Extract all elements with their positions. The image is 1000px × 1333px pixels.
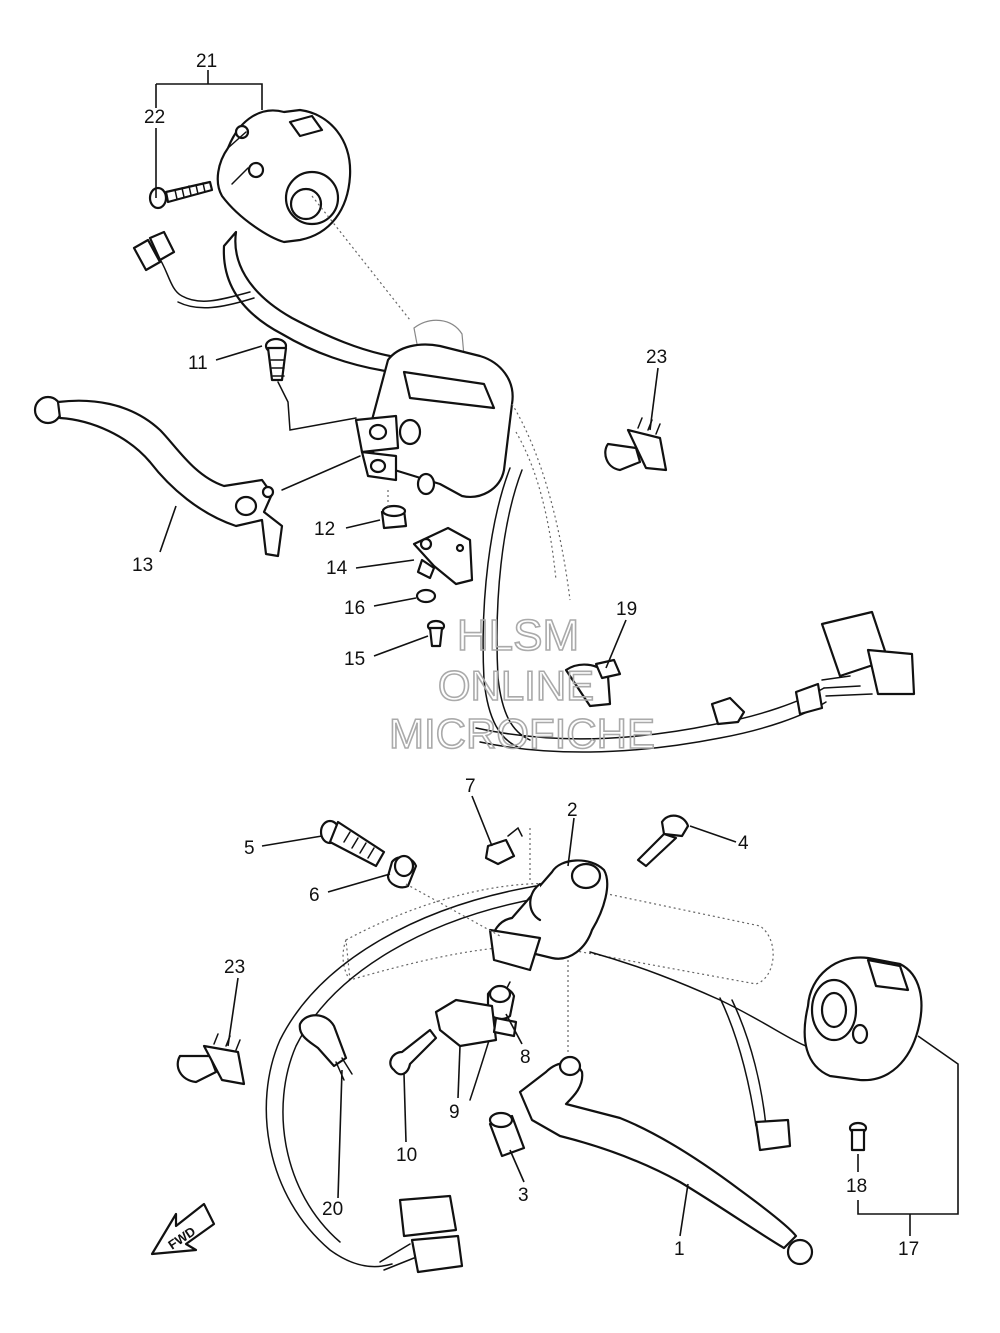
brake-switch-14 — [412, 526, 474, 586]
hose-clip-23-lower — [176, 1033, 246, 1086]
clamp-20 — [298, 1014, 353, 1081]
callout-21: 21 — [196, 51, 217, 72]
clamp-19 — [564, 658, 622, 708]
callout-15: 15 — [344, 649, 365, 670]
callout-14: 14 — [326, 558, 348, 579]
brake-lever-13 — [33, 395, 361, 558]
callout-23-lower: 23 — [224, 957, 245, 978]
screw-22 — [148, 180, 214, 210]
callout-22: 22 — [144, 107, 165, 128]
watermark: HLSM ONLINE MICROFICHE — [388, 610, 656, 758]
screw-15 — [426, 619, 446, 648]
callout-2: 2 — [567, 800, 578, 821]
collar-12 — [380, 504, 408, 530]
callout-5: 5 — [244, 838, 255, 859]
upper-harness — [475, 610, 916, 753]
handlebar-switch-right — [216, 108, 394, 374]
callout-19: 19 — [616, 599, 637, 620]
collar-3 — [488, 1111, 526, 1158]
callout-12: 12 — [314, 519, 335, 540]
callout-18: 18 — [846, 1176, 867, 1197]
callout-1: 1 — [674, 1239, 685, 1260]
collar-6 — [386, 854, 418, 889]
callout-6: 6 — [309, 885, 320, 906]
nut-7 — [484, 826, 523, 866]
watermark-line-1: HLSM — [457, 611, 579, 660]
watermark-line-2: ONLINE — [438, 662, 594, 709]
callout-4: 4 — [738, 833, 749, 854]
handlebar-ghost — [342, 882, 774, 985]
bolt-4 — [636, 814, 690, 868]
watermark-line-3: MICROFICHE — [389, 710, 655, 757]
switch-wire-connector — [132, 230, 255, 309]
leader-lines — [155, 70, 959, 1237]
screw-10 — [389, 1028, 438, 1076]
callout-11: 11 — [188, 353, 208, 374]
lever-holder-2 — [488, 859, 609, 972]
callout-23-upper: 23 — [646, 347, 667, 368]
bolt-5 — [319, 819, 386, 868]
hose-clip-23-upper — [604, 417, 668, 472]
callout-9: 9 — [449, 1102, 460, 1123]
clutch-lever-1 — [518, 1055, 814, 1266]
callout-labels: 21 22 11 23 13 12 14 16 15 19 7 2 5 4 6 … — [132, 51, 919, 1260]
callout-16: 16 — [344, 598, 365, 619]
fwd-arrow: FWD — [150, 1202, 216, 1256]
callout-17: 17 — [898, 1239, 919, 1260]
callout-13: 13 — [132, 555, 153, 576]
callout-3: 3 — [518, 1185, 529, 1206]
callout-7: 7 — [465, 776, 476, 797]
callout-20: 20 — [322, 1199, 343, 1220]
callout-8: 8 — [520, 1047, 531, 1068]
handlebar-switch-left — [589, 951, 923, 1152]
washer-16 — [415, 588, 437, 604]
screw-18 — [848, 1121, 868, 1152]
master-cylinder — [354, 319, 571, 601]
pivot-bolt-11 — [264, 337, 357, 431]
callout-10: 10 — [396, 1145, 417, 1166]
